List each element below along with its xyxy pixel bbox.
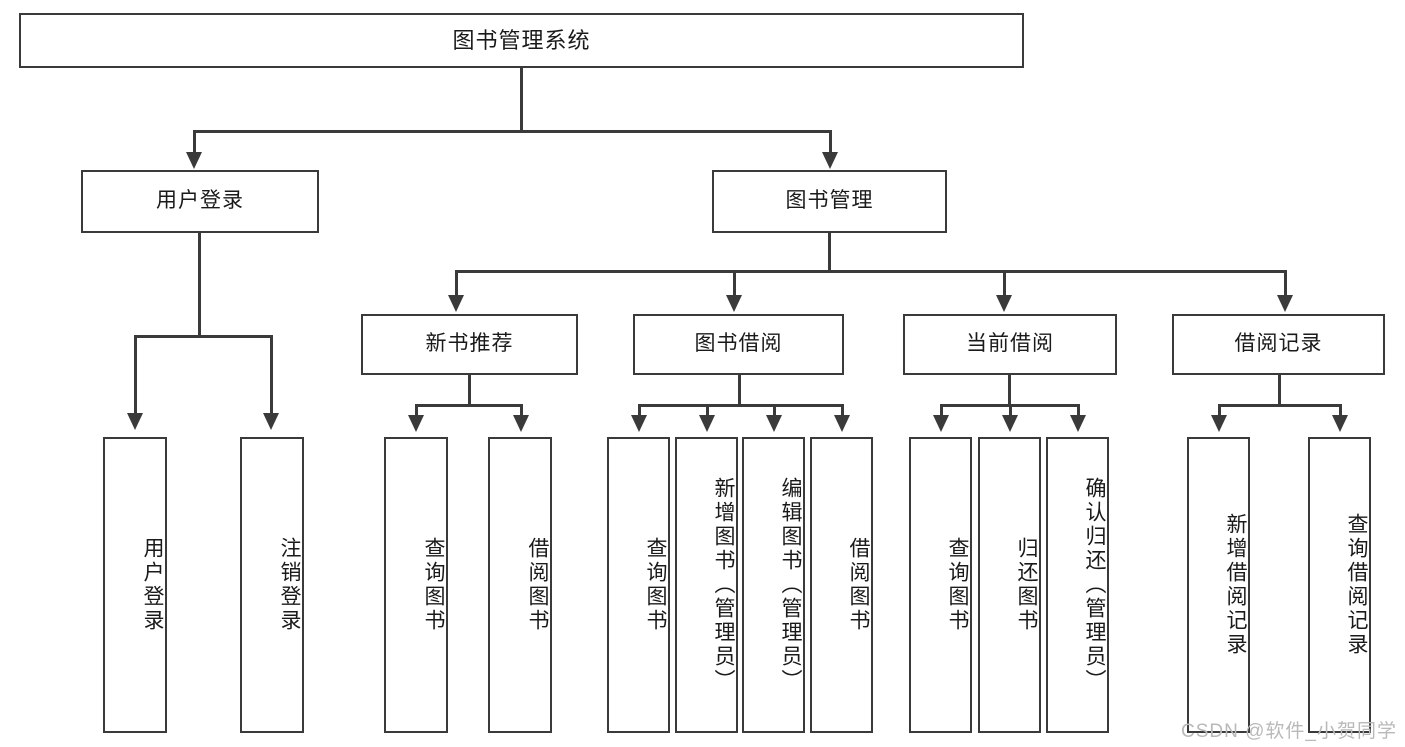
arrowhead-to-leaf-add-book [699,415,715,432]
connector-borrow-record-drop-1 [1218,404,1221,417]
connector-root-drop-right [829,130,832,154]
leaf-query-book-3[interactable]: 查询图书 [909,437,972,733]
node-book-borrow[interactable]: 图书借阅 [633,314,844,375]
leaf-add-book-label: 新增图书（管理员） [712,477,735,693]
connector-new-book-bar [415,404,523,407]
connector-borrow-record-stem [1278,375,1281,404]
connector-book-manage-drop-3 [1003,270,1006,297]
connector-book-manage-stem [828,233,831,270]
leaf-user-logout-label: 注销登录 [278,537,301,633]
leaf-add-record-label: 新增借阅记录 [1224,513,1247,657]
arrowhead-to-leaf-confirm-return [1070,415,1086,432]
arrowhead-to-borrow-record [1277,295,1293,312]
leaf-query-book-1[interactable]: 查询图书 [384,437,448,733]
arrowhead-to-leaf-return-book [1002,415,1018,432]
connector-borrow-record-drop-2 [1339,404,1342,417]
arrowhead-to-leaf-borrow-book-2 [834,415,850,432]
leaf-user-logout[interactable]: 注销登录 [240,437,304,733]
leaf-borrow-book-1-label: 借阅图书 [526,537,549,633]
leaf-edit-book-label: 编辑图书（管理员） [779,477,802,693]
leaf-query-book-1-label: 查询图书 [422,537,445,633]
arrowhead-to-leaf-add-record [1211,415,1227,432]
arrowhead-to-leaf-query-book-1 [408,415,424,432]
arrowhead-to-book-manage [822,152,838,169]
leaf-add-record[interactable]: 新增借阅记录 [1187,437,1250,733]
connector-borrow-record-bar [1218,404,1342,407]
leaf-borrow-book-2-label: 借阅图书 [847,537,870,633]
connector-book-manage-drop-1 [455,270,458,297]
leaf-query-book-2[interactable]: 查询图书 [607,437,670,733]
leaf-borrow-book-2[interactable]: 借阅图书 [810,437,873,733]
leaf-add-book[interactable]: 新增图书（管理员） [675,437,738,733]
connector-book-manage-drop-2 [733,270,736,297]
connector-book-borrow-drop-1 [638,404,641,417]
connector-current-borrow-drop-2 [1009,404,1012,417]
connector-book-borrow-bar [638,404,844,407]
connector-new-book-stem [468,375,471,404]
arrowhead-to-leaf-borrow-book-1 [513,415,529,432]
arrowhead-to-book-borrow [726,295,742,312]
connector-root-stem [520,68,523,130]
connector-new-book-drop-2 [520,404,523,417]
connector-book-borrow-drop-4 [841,404,844,417]
leaf-edit-book[interactable]: 编辑图书（管理员） [742,437,805,733]
leaf-query-book-2-label: 查询图书 [644,537,667,633]
arrowhead-to-user-login [186,152,202,169]
arrowhead-to-leaf-edit-book [766,415,782,432]
connector-current-borrow-drop-3 [1077,404,1080,417]
leaf-borrow-book-1[interactable]: 借阅图书 [488,437,552,733]
connector-book-borrow-stem [738,375,741,404]
csdn-watermark: CSDN @软件_小贺同学 [1181,721,1397,742]
leaf-query-record[interactable]: 查询借阅记录 [1308,437,1371,733]
connector-user-login-drop-1 [134,335,137,415]
node-borrow-record[interactable]: 借阅记录 [1172,314,1385,375]
connector-book-borrow-drop-3 [773,404,776,417]
node-new-book-recommend[interactable]: 新书推荐 [361,314,578,375]
node-current-borrow[interactable]: 当前借阅 [903,314,1117,375]
connector-root-drop-left [193,130,196,154]
leaf-return-book-label: 归还图书 [1015,537,1038,633]
arrowhead-to-leaf-user-logout [263,413,279,430]
connector-root-bar [193,130,832,133]
arrowhead-to-leaf-user-login [127,413,143,430]
connector-user-login-stem [198,233,201,335]
leaf-query-book-3-label: 查询图书 [946,537,969,633]
connector-book-borrow-drop-2 [706,404,709,417]
connector-book-manage-drop-4 [1284,270,1287,297]
leaf-user-login-label: 用户登录 [141,537,164,633]
leaf-confirm-return[interactable]: 确认归还（管理员） [1046,437,1109,733]
leaf-return-book[interactable]: 归还图书 [978,437,1041,733]
arrowhead-to-leaf-query-record [1332,415,1348,432]
leaf-user-login[interactable]: 用户登录 [103,437,167,733]
node-book-manage[interactable]: 图书管理 [712,170,947,233]
node-user-login[interactable]: 用户登录 [81,170,319,233]
connector-new-book-drop-1 [415,404,418,417]
connector-user-login-bar [134,335,273,338]
connector-user-login-drop-2 [270,335,273,415]
leaf-query-record-label: 查询借阅记录 [1345,513,1368,657]
node-root-book-management-system[interactable]: 图书管理系统 [19,13,1024,68]
arrowhead-to-leaf-query-book-3 [933,415,949,432]
connector-current-borrow-stem [1008,375,1011,404]
leaf-confirm-return-label: 确认归还（管理员） [1083,477,1106,693]
arrowhead-to-leaf-query-book-2 [631,415,647,432]
arrowhead-to-new-book-recommend [448,295,464,312]
connector-book-manage-bar [455,270,1287,273]
arrowhead-to-current-borrow [996,295,1012,312]
connector-current-borrow-drop-1 [940,404,943,417]
